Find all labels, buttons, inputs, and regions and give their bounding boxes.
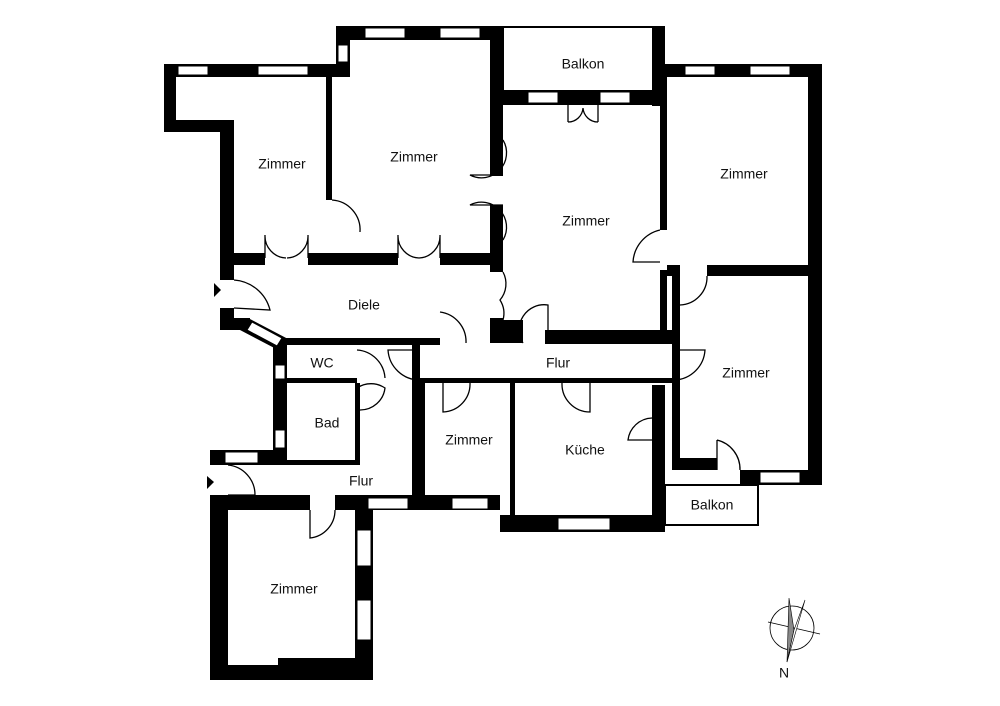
room-label: WC	[310, 355, 333, 371]
room-label: Zimmer	[722, 365, 770, 381]
entrance-arrow-icon	[214, 283, 221, 297]
windows	[177, 27, 801, 641]
room-label: Zimmer	[270, 581, 318, 597]
doors	[227, 105, 741, 539]
room-label: Zimmer	[562, 213, 610, 229]
room-label: Zimmer	[445, 432, 493, 448]
room-label: Zimmer	[720, 166, 768, 182]
room-label: Balkon	[691, 497, 734, 513]
room-label: Flur	[349, 473, 373, 489]
room-label: Bad	[315, 415, 340, 431]
compass-north-label: N	[779, 665, 789, 681]
room-label: Küche	[565, 442, 605, 458]
entrance-markers	[207, 283, 221, 489]
room-label: Zimmer	[258, 156, 306, 172]
room-label: Balkon	[562, 56, 605, 72]
room-label: Zimmer	[390, 149, 438, 165]
entrance-arrow-icon	[207, 476, 214, 489]
compass-icon	[767, 597, 821, 663]
room-label: Diele	[348, 297, 380, 313]
walls	[164, 26, 822, 680]
room-label: Flur	[546, 355, 570, 371]
